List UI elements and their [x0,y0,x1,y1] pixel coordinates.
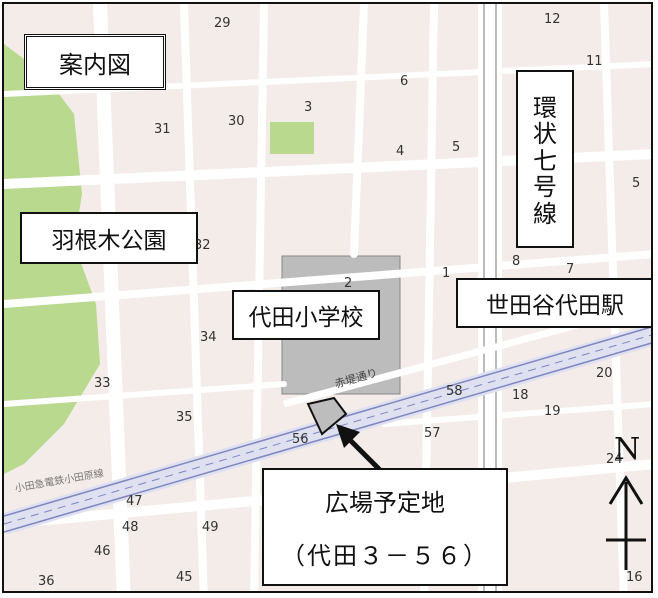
site-label-line2: （代田３－５６） [281,542,489,570]
block-number: 30 [228,114,245,129]
block-number: 8 [512,254,521,269]
block-number: 12 [544,12,561,27]
compass-north-label: N [614,432,641,467]
block-number: 56 [292,432,309,447]
block-number: 36 [38,574,55,589]
compass-arrow [606,475,646,570]
block-number: 48 [122,520,139,535]
block-number: 33 [94,376,111,391]
pointer-arrow [336,424,382,472]
block-number: 47 [126,494,143,509]
block-number: 16 [626,570,643,585]
road-label-char: 号 [533,173,557,202]
block-number: 3 [304,100,313,115]
school-label: 代田小学校 [232,290,380,340]
block-number: 6 [400,74,409,89]
block-number: 32 [194,238,211,253]
block-number: 5 [452,140,461,155]
block-number: 24 [606,452,623,467]
block-number: 4 [396,144,405,159]
block-number: 5 [632,176,641,191]
small-park [270,122,314,154]
block-number: 49 [202,520,219,535]
block-number: 2 [344,276,353,291]
map-title: 案内図 [24,34,166,90]
road-label-char: 線 [533,199,557,228]
ring-road-label: 環 状 七 号 線 [516,70,574,248]
block-number: 31 [154,122,171,137]
map-frame: 29 12 11 6 3 31 30 4 5 5 32 8 7 1 2 34 2… [2,2,653,593]
park-label: 羽根木公園 [20,212,198,264]
road-label-char: 環 [533,94,557,123]
site-parcel [306,396,348,436]
road-label-char: 七 [533,146,557,175]
block-number: 7 [566,262,575,277]
block-number: 35 [176,410,193,425]
station-label: 世田谷代田駅 [456,278,651,328]
block-number: 34 [200,330,217,345]
block-number: 19 [544,404,561,419]
block-number: 1 [442,266,451,281]
block-number: 57 [424,426,441,441]
block-number: 29 [214,16,231,31]
site-label-line1: 広場予定地 [325,489,445,517]
block-number: 58 [446,384,463,399]
block-number: 45 [176,570,193,585]
block-number: 20 [596,366,613,381]
block-number: 18 [512,388,529,403]
block-number: 46 [94,544,111,559]
road-label-char: 状 [533,120,557,149]
block-number: 11 [586,54,603,69]
site-label: 広場予定地 （代田３－５６） [262,468,508,586]
